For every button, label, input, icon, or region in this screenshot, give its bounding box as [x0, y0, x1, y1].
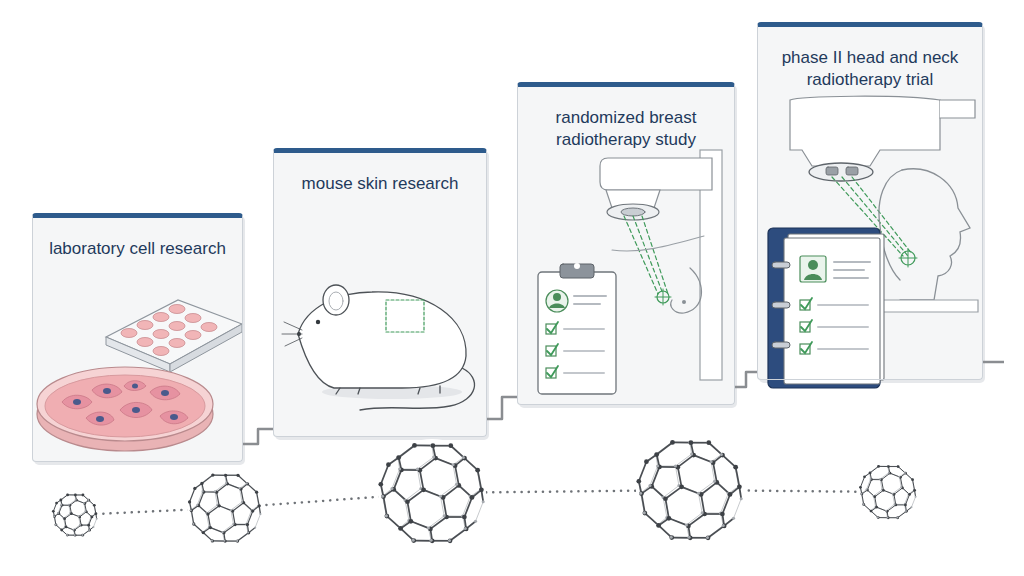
head-neck-radiotherapy-illustration	[768, 96, 978, 388]
card-title: laboratory cell research	[45, 238, 230, 260]
step-connector	[243, 429, 273, 444]
fullerene	[858, 462, 918, 522]
stage-card: randomized breast radiotherapy study	[517, 82, 735, 405]
fullerene-molecules	[51, 436, 918, 547]
card-title: randomized breast radiotherapy study	[530, 107, 722, 151]
card-title: phase II head and neck radiotherapy tria…	[770, 47, 970, 91]
step-connector	[487, 397, 517, 419]
stage-card: phase II head and neck radiotherapy tria…	[757, 22, 983, 380]
fullerene	[636, 436, 744, 544]
step-connector	[735, 372, 757, 387]
fullerene	[51, 491, 99, 539]
card-grounds	[32, 22, 985, 465]
card-title: mouse skin research	[286, 173, 474, 195]
stage-card: laboratory cell research	[32, 213, 243, 462]
fullerene	[187, 470, 263, 546]
fullerene	[378, 439, 486, 547]
step-line	[983, 361, 1004, 364]
breast-radiotherapy-illustration	[538, 150, 722, 394]
mouse-illustration	[282, 285, 475, 410]
cell-culture-illustration	[37, 300, 242, 451]
stage-card: mouse skin research	[273, 148, 487, 437]
